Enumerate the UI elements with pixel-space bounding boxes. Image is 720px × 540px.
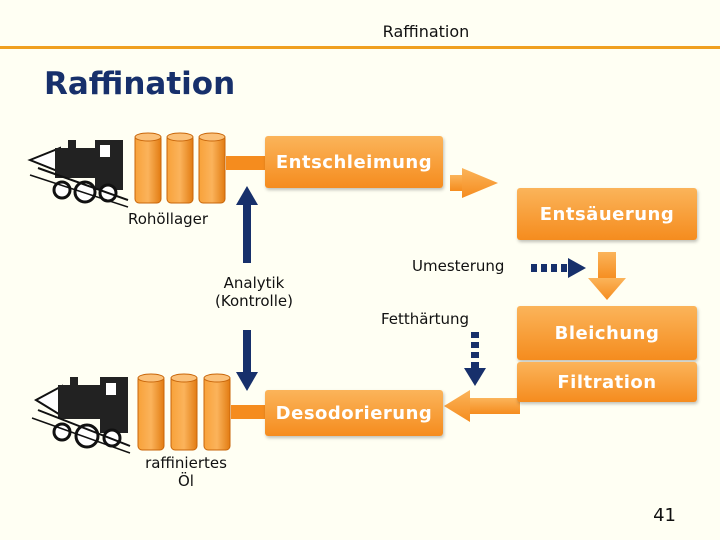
step-desodorierung: Desodorierung — [265, 390, 443, 436]
label-analytik: Analytik (Kontrolle) — [196, 274, 312, 310]
pipe-bottom — [231, 405, 271, 419]
label-raffiniertes-line1: raffiniertes — [145, 454, 227, 472]
storage-tanks-bottom — [137, 373, 231, 451]
page-title: Raffination — [44, 66, 236, 102]
label-rohoellager: Rohöllager — [128, 210, 209, 228]
storage-tanks-top — [134, 132, 226, 204]
label-analytik-line2: (Kontrolle) — [215, 292, 293, 310]
step-entschleimung: Entschleimung — [265, 136, 443, 188]
arrow-to-entsaeuerung — [450, 168, 498, 198]
step-bleichung: Bleichung — [517, 306, 697, 360]
header-divider — [0, 46, 720, 49]
step-filtration: Filtration — [517, 362, 697, 402]
label-raffiniertes-oel: raffiniertes Öl — [130, 454, 242, 490]
page-number: 41 — [653, 505, 676, 526]
analytik-arrow-up — [236, 186, 258, 263]
step-entsaeuerung: Entsäuerung — [517, 188, 697, 240]
label-analytik-line1: Analytik — [223, 274, 285, 292]
analytik-arrow-down — [236, 330, 258, 391]
train-icon-bottom — [31, 377, 131, 454]
umesterung-dotted-arrow — [531, 258, 586, 278]
arrow-to-bleichung — [588, 252, 626, 300]
fetthaertung-dotted-arrow — [464, 332, 486, 386]
slide-header: Raffination — [382, 22, 470, 41]
train-icon-top — [27, 140, 129, 208]
arrow-to-desodorierung — [444, 390, 520, 422]
pipe-top — [226, 156, 266, 170]
label-fetthaertung: Fetthärtung — [381, 310, 470, 328]
label-umesterung: Umesterung — [412, 257, 505, 275]
label-raffiniertes-line2: Öl — [178, 472, 194, 490]
